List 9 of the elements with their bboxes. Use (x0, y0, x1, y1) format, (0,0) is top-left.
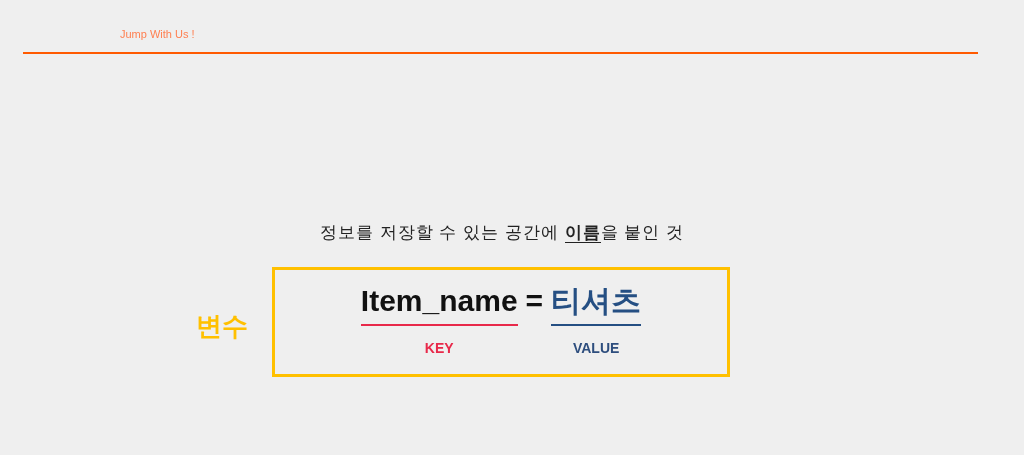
tagline-text: Jump With Us ! (120, 28, 195, 41)
variable-label: 변수 (196, 311, 248, 341)
key-name-text: Item_name (360, 284, 518, 326)
value-caption: VALUE (572, 340, 620, 357)
equals-text: = (525, 284, 544, 319)
key-caption: KEY (424, 340, 454, 357)
definition-sentence: 정보를 저장할 수 있는 공간에 이름을 붙인 것 (318, 222, 686, 245)
value-text: 티셔츠 (551, 284, 642, 326)
variable-box (272, 267, 730, 377)
